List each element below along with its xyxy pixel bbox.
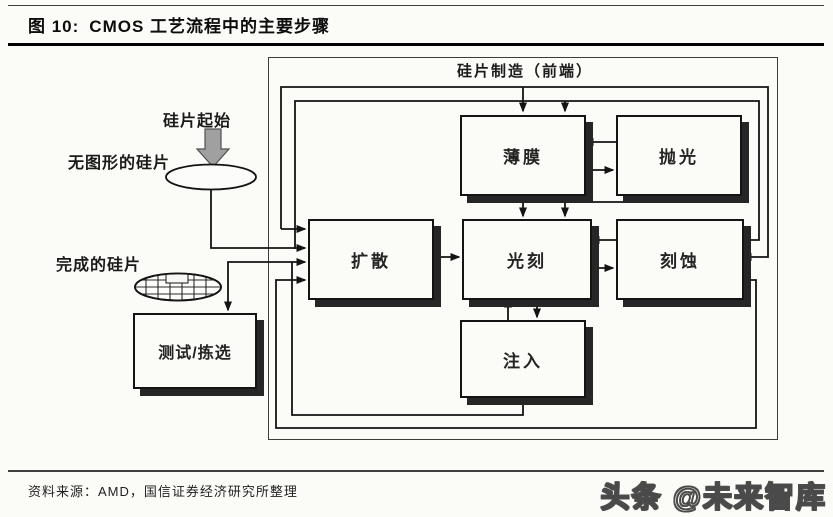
box-polish-label: 抛光	[659, 148, 699, 167]
finished-wafer-icon	[134, 272, 222, 302]
box-etch: 刻蚀	[616, 219, 744, 300]
box-film: 薄膜	[460, 115, 586, 196]
line-etch-up-loop2	[294, 100, 760, 249]
wafer-fab-label: 硅片制造（前端）	[456, 63, 593, 80]
title-underline	[8, 43, 824, 46]
arrow-loop1-to-etch	[280, 86, 769, 261]
arrow-implant-loop-to-diffusion	[291, 258, 524, 416]
watermark: 头条 @未来智库	[600, 481, 827, 515]
blank-wafer-icon	[165, 163, 257, 191]
arrow-etch-bottom-loop-to-diffusion	[275, 276, 757, 429]
wafer-start-arrow-icon	[195, 128, 231, 168]
box-litho: 光刻	[462, 219, 592, 300]
arrow-blank-wafer-to-diffusion	[210, 190, 307, 252]
label-blank-wafer: 无图形的硅片	[68, 155, 171, 172]
box-etch-label: 刻蚀	[660, 252, 700, 271]
box-litho-label: 光刻	[507, 252, 547, 271]
box-test-sort-label: 测试/拣选	[158, 345, 232, 362]
box-implant: 注入	[460, 320, 586, 398]
box-diffusion: 扩散	[308, 219, 434, 300]
arrow-polish-to-litho	[561, 192, 679, 218]
arrow-finished-wafer-to-test	[224, 261, 292, 312]
box-polish: 抛光	[616, 115, 742, 196]
box-implant-label: 注入	[503, 351, 543, 371]
label-wafer-start: 硅片起始	[163, 113, 232, 130]
box-diffusion-label: 扩散	[351, 252, 391, 271]
top-rule	[8, 5, 824, 6]
footer-rule	[8, 470, 824, 472]
box-film-label: 薄膜	[503, 148, 543, 167]
box-test-sort: 测试/拣选	[133, 313, 257, 389]
figure-number: 图 10:	[28, 17, 80, 36]
source-note: 资料来源：AMD，国信证券经济研究所整理	[28, 484, 298, 499]
label-finished-wafer: 完成的硅片	[56, 257, 142, 274]
figure-title-text: CMOS 工艺流程中的主要步骤	[89, 17, 331, 36]
figure-title: 图 10: CMOS 工艺流程中的主要步骤	[28, 12, 330, 37]
